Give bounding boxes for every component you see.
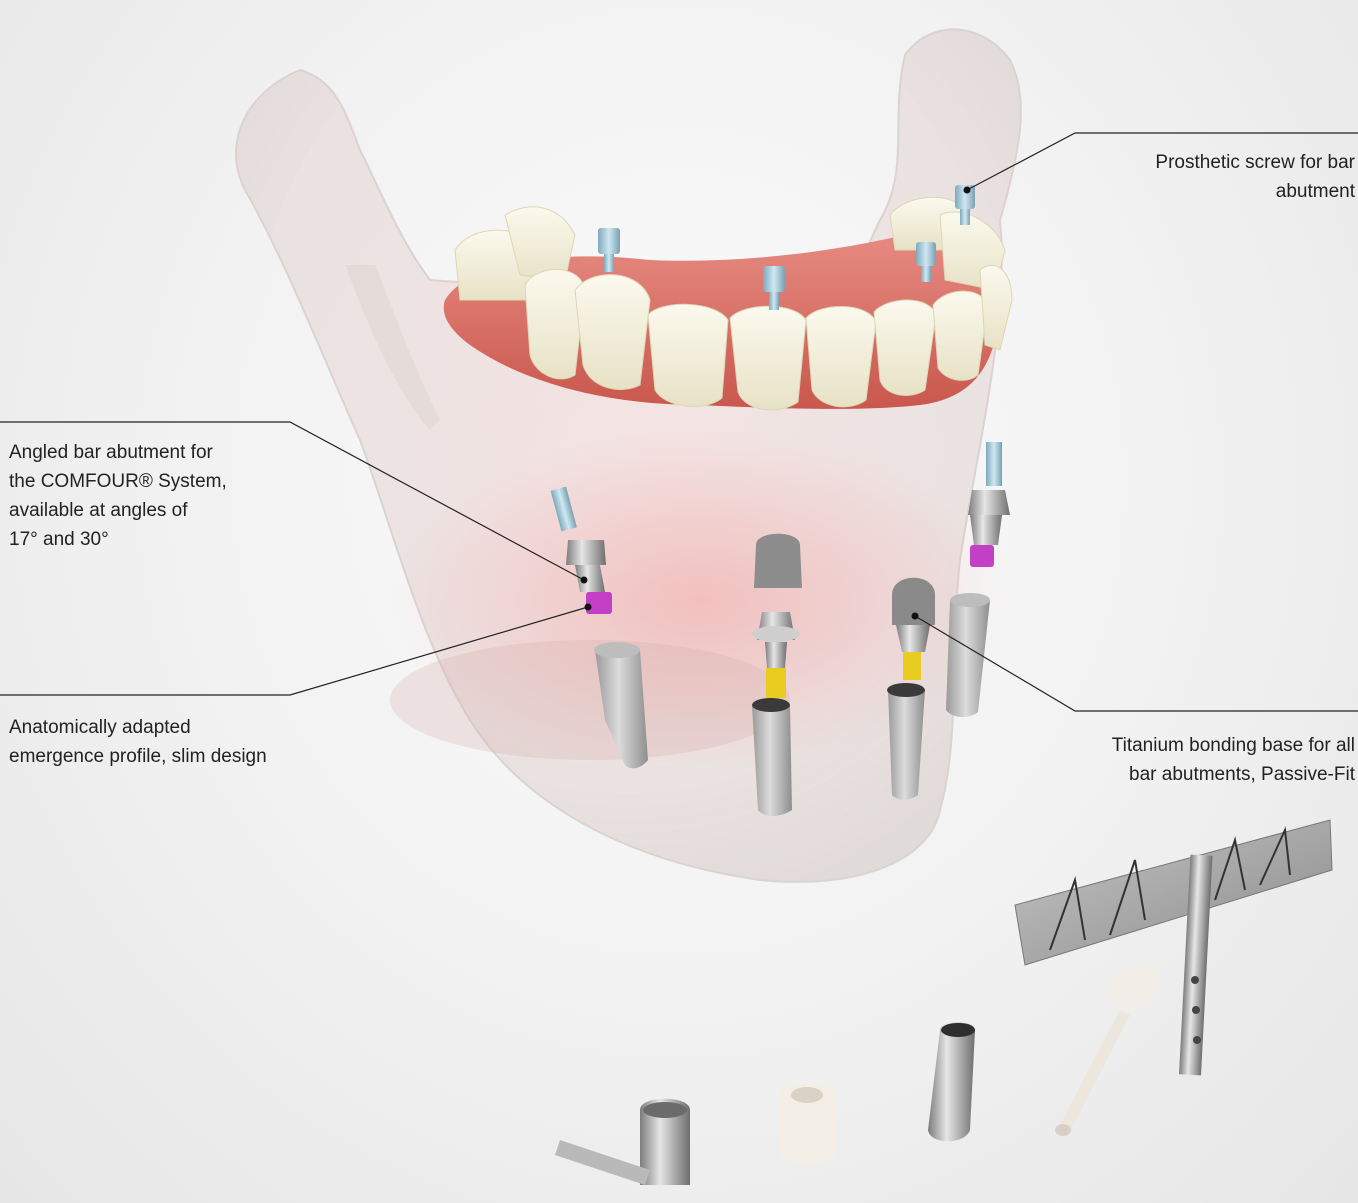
angle-transfer-tool [555,1099,690,1185]
white-cap [780,1084,835,1165]
callout-angled-bar-abutment: Angled bar abutment for the COMFOUR® Sys… [9,438,309,554]
ceramic-driver [1055,964,1161,1136]
impression-post [928,1023,975,1142]
instruments [555,820,1332,1185]
callout-emergence-profile: Anatomically adapted emergence profile, … [9,713,349,771]
callout-bonding-base: Titanium bonding base for all bar abutme… [1015,731,1355,789]
angle-gauge-plate [1015,820,1332,1075]
callout-prosthetic-screw: Prosthetic screw for bar abutment [1035,148,1355,206]
